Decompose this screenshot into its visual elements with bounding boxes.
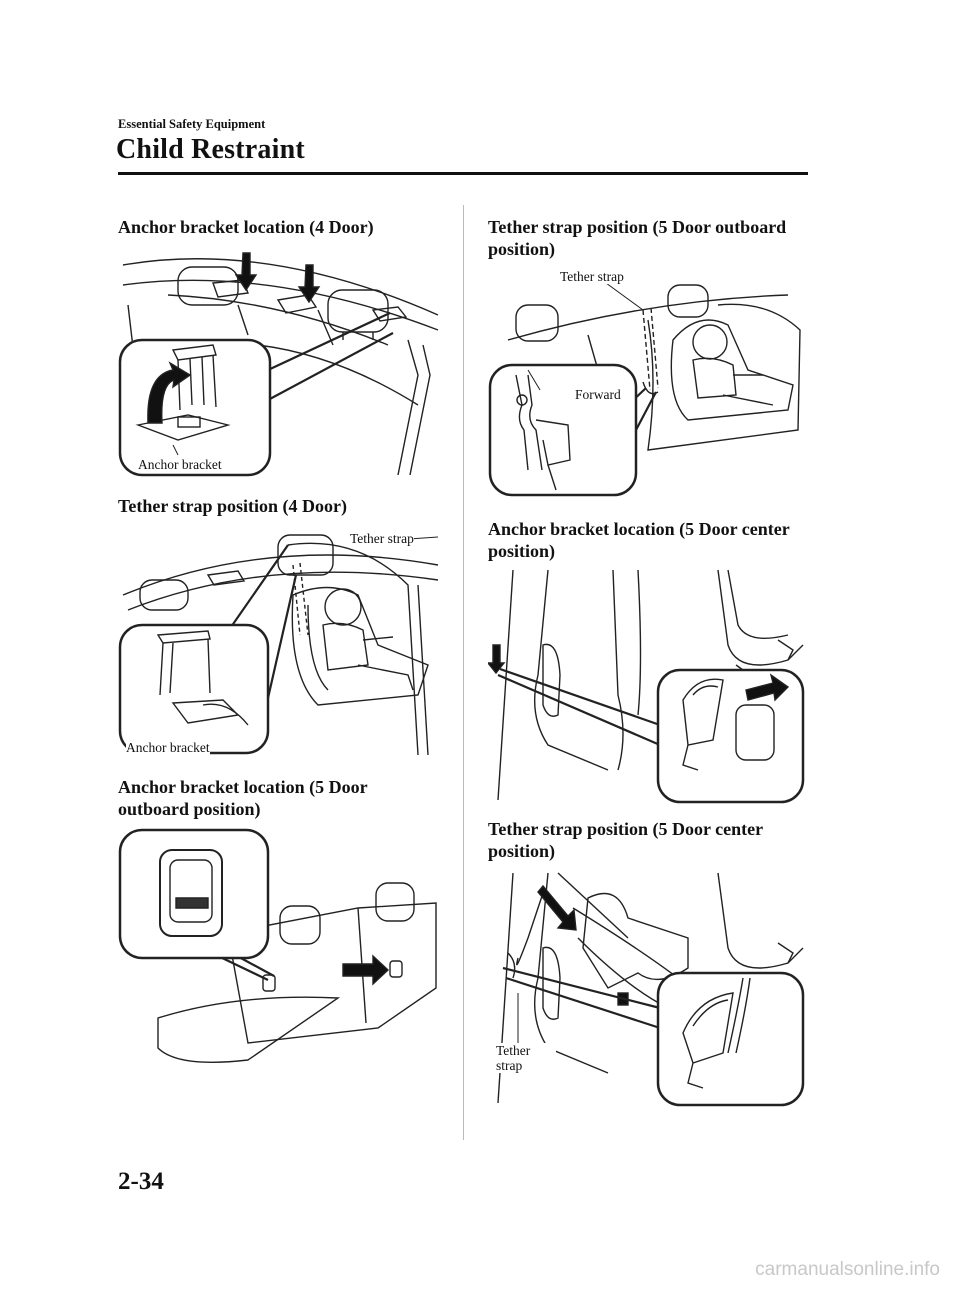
callout-anchor-bracket: Anchor bracket [138, 457, 222, 472]
illustration-tether-strap-5-door-outboard [488, 280, 808, 500]
header-rule [118, 172, 808, 175]
illustration-anchor-bracket-4-door [118, 245, 448, 480]
section-label: Essential Safety Equipment [118, 117, 266, 131]
illustration-anchor-bracket-5-door-center [488, 565, 808, 805]
callout-tether-strap: Tether strap [496, 1043, 556, 1073]
callout-tether-strap: Tether strap [560, 269, 624, 284]
figure-heading: Anchor bracket location (5 Door center p… [488, 519, 790, 561]
watermark: carmanualsonline.info [755, 1259, 940, 1280]
column-divider [463, 205, 464, 1140]
callout-tether-strap: Tether strap [350, 531, 414, 546]
illustration-anchor-bracket-5-door-outboard [118, 828, 448, 1063]
figure-heading: Tether strap position (5 Door outboard p… [488, 217, 787, 259]
illustration-tether-strap-5-door-center [488, 868, 808, 1108]
figure-heading: Anchor bracket location (4 Door) [118, 217, 374, 237]
figure-heading: Anchor bracket location (5 Door outboard… [118, 777, 368, 819]
illustration-tether-strap-4-door [118, 525, 448, 760]
chapter-title: Child Restraint [116, 134, 305, 165]
callout-forward: Forward [575, 387, 621, 402]
figure-heading: Tether strap position (4 Door) [118, 496, 347, 516]
page-number: 2-34 [118, 1168, 164, 1195]
callout-anchor-bracket: Anchor bracket [126, 740, 210, 755]
figure-heading: Tether strap position (5 Door center pos… [488, 819, 763, 861]
